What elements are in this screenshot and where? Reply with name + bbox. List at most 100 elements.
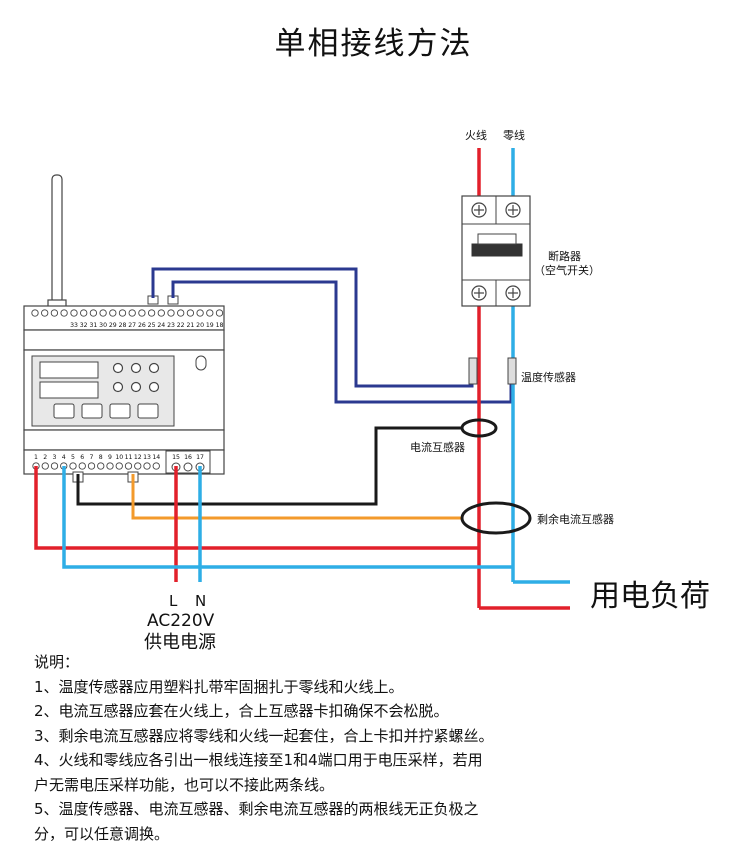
bottom-terminal-label: 12 [134,454,142,461]
bottom-terminal-label: 5 [71,454,75,461]
bottom-terminal-label: 6 [80,454,84,461]
bottom-terminal-label: 3 [53,454,57,461]
note-item: 户无需电压采样功能，也可以不接此两条线。 [34,775,335,794]
bottom-terminal-label: 1 [34,454,38,461]
top-terminal-label: 25 [148,322,156,329]
power-terminal-label: 15 [172,454,180,461]
top-terminal-hole [138,309,146,317]
top-terminal-hole [118,309,127,317]
circuit-breaker [461,195,531,307]
ct-wire [76,426,462,506]
top-terminal-label: 20 [196,322,204,329]
current-transformer-ring [460,418,498,438]
top-terminal-hole [167,309,175,317]
bottom-terminal-hole [78,462,86,470]
live-wires [34,148,570,610]
top-terminal-label: 23 [167,322,175,329]
bottom-terminal-label: 13 [143,454,151,461]
bottom-terminal-label: 4 [62,454,66,461]
top-terminal-hole [31,309,39,317]
top-terminal-hole [50,309,59,317]
ac-voltage-label: AC220V [147,611,215,631]
bottom-terminal-label: 14 [152,454,160,461]
bottom-terminal-label: 2 [43,454,47,461]
top-terminal-hole [109,309,117,317]
top-terminal-label: 24 [157,322,165,329]
temp-sensor-label: 温度传感器 [521,370,576,384]
neutral-wires [62,148,570,584]
top-terminal-label: 21 [186,322,194,329]
bottom-terminal-label: 10 [115,454,123,461]
l-label: L [169,592,178,610]
top-terminal-label: 31 [89,322,97,329]
neutral-wire-label: 零线 [503,128,525,142]
top-terminal-hole [41,309,49,317]
top-terminal-hole [128,309,136,317]
bottom-terminal-hole [115,462,123,470]
top-terminal-hole [196,309,204,317]
supply-label: 供电电源 [144,632,216,653]
top-terminal-hole [157,309,165,317]
bottom-terminal-label: 9 [108,454,112,461]
top-terminal-label: 29 [109,322,117,329]
bottom-terminal-hole [97,462,105,470]
top-terminal-hole [206,309,214,317]
top-terminal-label: 27 [128,322,136,329]
page-title: 单相接线方法 [274,26,473,62]
top-terminal-label: 30 [99,322,107,329]
top-terminal-hole [177,309,185,317]
top-terminal-label: 33 [70,322,78,329]
breaker-sub-label: （空气开关） [534,263,600,277]
top-terminal-label: 22 [177,322,185,329]
top-terminal-label: 26 [138,322,146,329]
power-terminal-label: 17 [196,454,204,461]
top-terminal-hole [89,309,98,317]
residual-ct-ring [460,501,532,535]
note-item: 3、剩余电流互感器应将零线和火线一起套住，合上卡扣并拧紧螺丝。 [34,726,494,745]
bottom-terminal-hole [106,462,114,470]
top-terminal-hole [70,309,78,317]
note-item: 1、温度传感器应用塑料扎带牢固捆扎于零线和火线上。 [34,677,404,696]
power-terminal-hole [183,462,193,472]
live-wire-label: 火线 [465,128,487,142]
bottom-terminal-hole [69,462,77,470]
n-label: N [195,592,206,610]
notes-heading: 说明： [34,653,80,671]
bottom-terminal-hole [41,462,49,470]
current-transformer-label: 电流互感器 [410,440,465,454]
power-terminal-label: 16 [184,454,192,461]
bottom-terminal-hole [124,462,133,470]
top-terminal-label: 32 [80,322,88,329]
bottom-terminal-label: 8 [99,454,103,461]
temp-sensor-wires [151,267,513,404]
top-terminal-label: 18 [216,322,224,329]
top-terminal-hole [215,309,224,317]
top-terminal-label: 28 [119,322,127,329]
breaker-label: 断路器 [548,249,581,263]
note-item: 4、火线和零线应各引出一根线连接至1和4端口用于电压采样，若用 [34,751,483,769]
bottom-terminal-hole [143,462,151,470]
note-item: 5、温度传感器、电流互感器、剩余电流互感器的两根线无正负极之 [34,800,479,818]
bottom-terminal-hole [152,462,160,470]
top-terminal-hole [186,309,195,317]
top-terminal-hole [60,309,68,317]
note-item: 2、电流互感器应套在火线上，合上互感器卡扣确保不会松脱。 [34,702,449,720]
top-terminal-hole [80,309,88,317]
top-terminal-hole [99,309,107,317]
top-terminal-hole [147,309,156,317]
temp-sensor [468,357,517,385]
notes: 说明： 1、温度传感器应用塑料扎带牢固捆扎于零线和火线上。 2、电流互感器应套在… [34,650,734,846]
load-label: 用电负荷 [590,579,710,614]
top-terminal-label: 19 [206,322,214,329]
bottom-terminal-hole [134,462,142,470]
note-item: 分，可以任意调换。 [34,824,170,843]
bottom-terminal-label: 7 [90,454,94,461]
bottom-terminal-label: 11 [125,454,133,461]
antenna [47,174,67,315]
residual-ct-label: 剩余电流互感器 [537,512,614,526]
residual-ct-wire [131,474,462,520]
bottom-terminal-hole [50,462,59,470]
bottom-terminal-hole [87,462,96,470]
